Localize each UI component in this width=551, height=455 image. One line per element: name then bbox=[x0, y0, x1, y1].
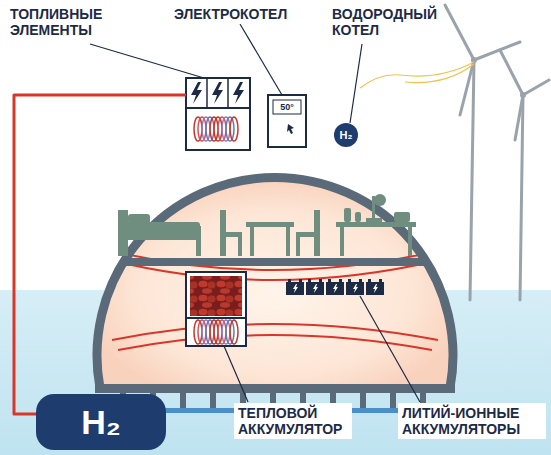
battery-bolt bbox=[293, 284, 298, 293]
battery-bolt bbox=[313, 284, 318, 293]
node-text: H₂ bbox=[340, 130, 353, 141]
battery-terminal bbox=[299, 279, 302, 282]
coil-turn bbox=[230, 117, 238, 141]
battery-terminal bbox=[368, 279, 371, 282]
battery-terminal bbox=[308, 279, 311, 282]
battery-terminal bbox=[339, 279, 342, 282]
battery-cell bbox=[306, 282, 324, 295]
battery-terminal bbox=[359, 279, 362, 282]
hydrogen-boiler: H₂ bbox=[334, 123, 358, 147]
node-text: H₂ bbox=[81, 405, 121, 439]
battery-cell bbox=[346, 282, 364, 295]
battery-cell bbox=[286, 282, 304, 295]
callout-label: ТОПЛИВНЫЕ ЭЛЕМЕНТЫ bbox=[6, 4, 118, 40]
battery-cell bbox=[366, 282, 384, 295]
callout-label: ЛИТИЙ-ИОННЫЕ АККУМУЛЯТОРЫ bbox=[398, 403, 546, 439]
hydrogen-tank: H₂ bbox=[36, 394, 166, 450]
callout-label: ЭЛЕКТРОКОТЕЛ bbox=[170, 4, 291, 24]
battery-terminal bbox=[379, 279, 382, 282]
boiler-display: 50° bbox=[273, 100, 301, 114]
battery-terminal bbox=[328, 279, 331, 282]
battery-terminal bbox=[348, 279, 351, 282]
coil-turn bbox=[230, 320, 238, 344]
callout-label: ВОДОРОДНЫЙ КОТЕЛ bbox=[328, 4, 424, 40]
battery-terminal bbox=[319, 279, 322, 282]
battery-bolt bbox=[353, 284, 358, 293]
battery-terminal bbox=[288, 279, 291, 282]
battery-cell bbox=[326, 282, 344, 295]
battery-bolt bbox=[333, 284, 338, 293]
callout-label: ТЕПЛОВОЙ АККУМУЛЯТОР bbox=[234, 403, 352, 439]
node-text: 50° bbox=[280, 103, 294, 112]
battery-bolt bbox=[373, 284, 378, 293]
